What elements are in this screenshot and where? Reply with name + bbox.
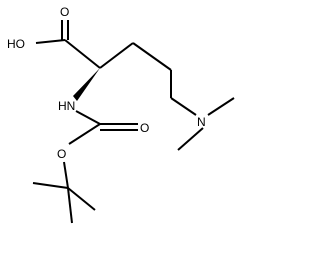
atom-label-acid-oxygen: O xyxy=(60,5,69,19)
bond-carboxyl-c-alpha xyxy=(64,39,101,69)
bond-n-methyl-down xyxy=(177,127,204,151)
bond-tbu-down xyxy=(67,187,73,224)
molecule-structure: HO O HN O O N xyxy=(7,5,235,224)
atom-label-dimethylamine-nitrogen: N xyxy=(197,115,206,129)
bond-beta-gamma xyxy=(132,42,172,71)
atom-label-amine: HN xyxy=(58,99,75,113)
bond-carboxyl-c-oh xyxy=(35,39,66,44)
bond-tbu-left xyxy=(32,182,69,189)
wedge-bond-alpha-nh xyxy=(73,68,100,101)
bond-alpha-beta xyxy=(99,42,134,69)
bond-ester-o-tert-c xyxy=(63,161,69,189)
bond-tbu-right xyxy=(67,187,96,211)
atom-label-carbamate-oxygen-double: O xyxy=(140,121,149,135)
atom-label-carbamate-oxygen-ester: O xyxy=(57,147,66,161)
bond-nh-carbonyl xyxy=(75,110,101,125)
bond-carbonyl-ester-o xyxy=(68,123,101,145)
bond-n-methyl-right xyxy=(207,97,235,116)
bond-delta-n xyxy=(170,97,197,116)
atom-label-hydroxyl: HO xyxy=(7,37,25,51)
